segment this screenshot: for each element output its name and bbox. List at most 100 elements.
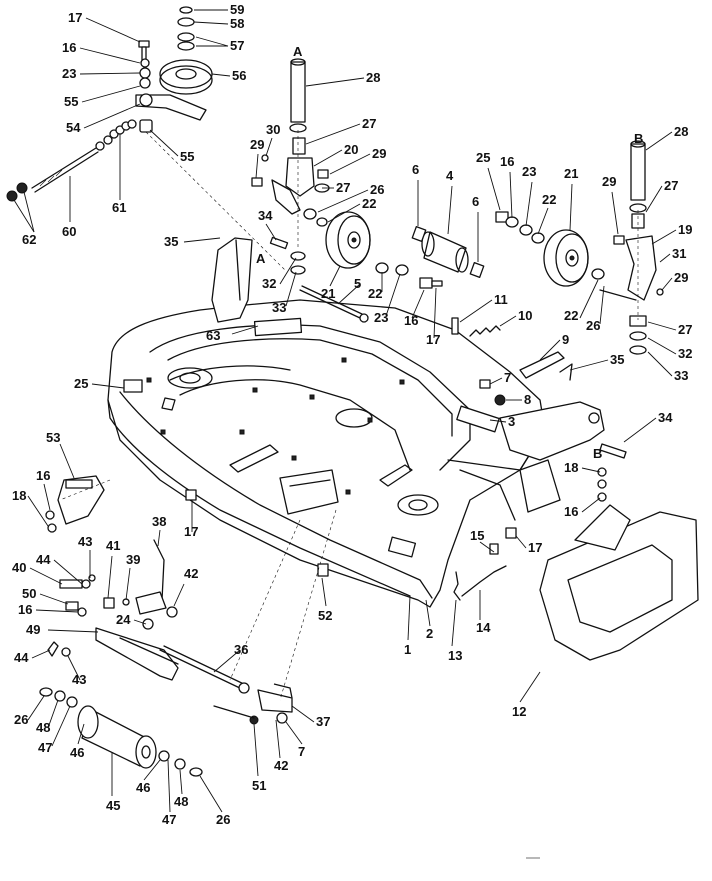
callout-22b: 22: [368, 286, 382, 301]
callout-38: 38: [152, 514, 166, 529]
callout-29d: 29: [674, 270, 688, 285]
callout-47b: 47: [162, 812, 176, 827]
callout-34a: 34: [258, 208, 273, 223]
callout-B1: B: [634, 131, 643, 146]
callout-52: 52: [318, 608, 332, 623]
callout-6a: 6: [412, 162, 419, 177]
callout-5: 5: [354, 276, 361, 291]
callout-48a: 48: [36, 720, 50, 735]
callout-27b: 27: [336, 180, 350, 195]
callout-7a: 7: [504, 370, 511, 385]
callout-28a: 28: [366, 70, 380, 85]
callout-53: 53: [46, 430, 60, 445]
spring-and-link: [451, 317, 627, 459]
callout-55a: 55: [64, 94, 78, 109]
callout-1: 1: [404, 642, 411, 657]
callout-34b: 34: [658, 410, 673, 425]
callout-22a: 22: [362, 196, 376, 211]
callout-58: 58: [230, 16, 244, 31]
callout-25a: 25: [476, 150, 490, 165]
callout-50: 50: [22, 586, 36, 601]
callout-18a: 18: [12, 488, 26, 503]
callout-8: 8: [524, 392, 531, 407]
tension-rod-assembly: [6, 119, 137, 202]
callout-4: 4: [446, 168, 454, 183]
callout-31: 31: [672, 246, 686, 261]
caster-spindle-right: [599, 140, 664, 355]
callout-29b: 29: [372, 146, 386, 161]
callout-28b: 28: [674, 124, 688, 139]
callout-7b: 7: [298, 744, 305, 759]
deflector-hinge: [519, 459, 607, 513]
callout-16c: 16: [500, 154, 514, 169]
assembly-guide-lines: [59, 130, 639, 701]
callout-B2: B: [593, 446, 602, 461]
idler-pulley-assembly: [135, 6, 213, 133]
axle-bolt-left: [299, 262, 443, 323]
front-hitch-linkage: [47, 539, 293, 725]
callout-15: 15: [470, 528, 484, 543]
callout-59: 59: [230, 2, 244, 17]
callout-14: 14: [476, 620, 491, 635]
callout-6b: 6: [472, 194, 479, 209]
callout-2: 2: [426, 626, 433, 641]
callout-56: 56: [232, 68, 246, 83]
callout-16e: 16: [564, 504, 578, 519]
callout-26c: 26: [14, 712, 28, 727]
callout-61: 61: [112, 200, 126, 215]
callout-63: 63: [206, 328, 220, 343]
callout-22c: 22: [542, 192, 556, 207]
callout-55b: 55: [180, 149, 194, 164]
callout-16a: 16: [62, 40, 76, 55]
callout-62: 62: [22, 232, 36, 247]
callout-26a: 26: [370, 182, 384, 197]
callout-20: 20: [344, 142, 358, 157]
callout-19: 19: [678, 222, 692, 237]
callout-17d: 17: [528, 540, 542, 555]
callout-12: 12: [512, 704, 526, 719]
callout-29c: 29: [602, 174, 616, 189]
callout-42a: 42: [184, 566, 198, 581]
callout-43b: 43: [72, 672, 86, 687]
left-wheel-bracket: [211, 237, 253, 323]
front-hitch-bracket: [185, 469, 339, 515]
callout-17b: 17: [426, 332, 440, 347]
callout-23a: 23: [62, 66, 76, 81]
callout-32b: 32: [678, 346, 692, 361]
callout-30: 30: [266, 122, 280, 137]
callout-45: 45: [106, 798, 120, 813]
discharge-deflector: [539, 504, 699, 661]
callout-49: 49: [26, 622, 40, 637]
callout-16b: 16: [404, 313, 418, 328]
callout-9: 9: [562, 332, 569, 347]
callout-21a: 21: [321, 286, 335, 301]
callout-37: 37: [316, 714, 330, 729]
callout-39: 39: [126, 552, 140, 567]
callout-27a: 27: [362, 116, 376, 131]
callout-43a: 43: [78, 534, 92, 549]
callout-18b: 18: [564, 460, 578, 475]
callout-57: 57: [230, 38, 244, 53]
right-wheel-bracket: [499, 401, 605, 461]
callout-41: 41: [106, 538, 120, 553]
callout-44a: 44: [36, 552, 51, 567]
deflector-spring: [317, 527, 517, 601]
callout-29a: 29: [250, 137, 264, 152]
callout-16d: 16: [36, 468, 50, 483]
callout-33a: 33: [272, 300, 286, 315]
callout-labels: 17 16 23 55 54 59 58 57 56 55 62 60 61 2…: [12, 2, 692, 827]
callout-23c: 23: [522, 164, 536, 179]
callout-44b: 44: [14, 650, 29, 665]
callout-27c: 27: [664, 178, 678, 193]
callout-10: 10: [518, 308, 532, 323]
callout-47a: 47: [38, 740, 52, 755]
center-roller: [411, 226, 485, 278]
callout-42b: 42: [274, 758, 288, 773]
callout-46b: 46: [136, 780, 150, 795]
callout-24: 24: [116, 612, 131, 627]
callout-35b: 35: [610, 352, 624, 367]
callout-16f: 16: [18, 602, 32, 617]
callout-26d: 26: [216, 812, 230, 827]
front-roller: [39, 687, 203, 777]
